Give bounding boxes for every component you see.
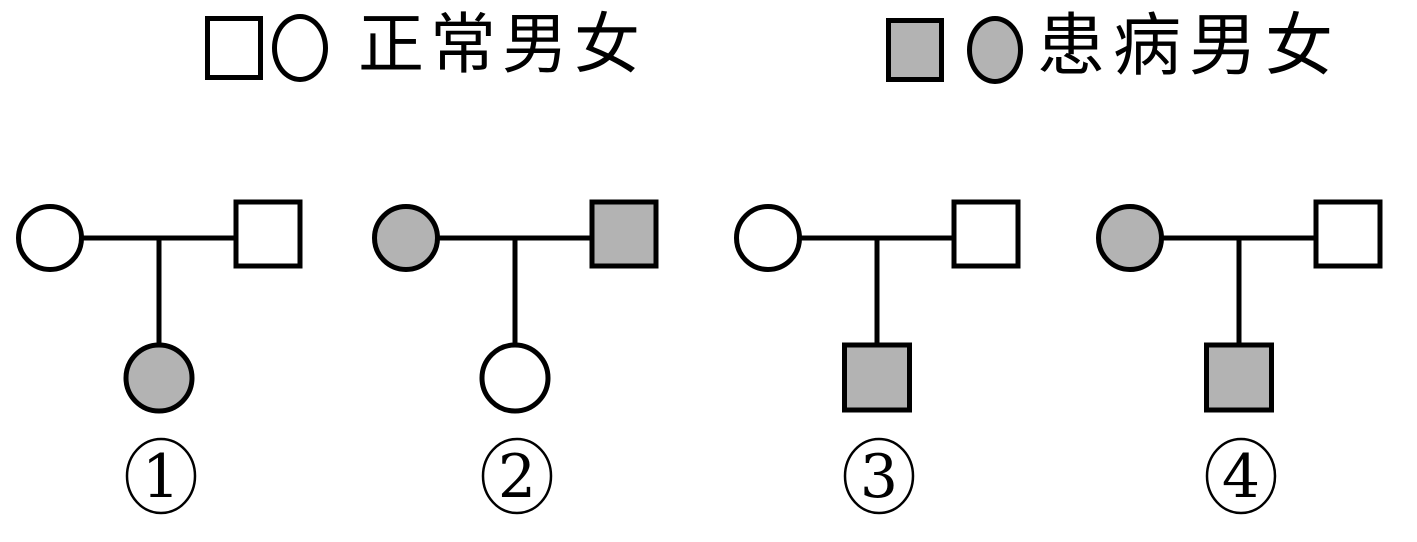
pedigree-1-child-daughter-affected	[123, 342, 195, 414]
normal-female-symbol	[272, 14, 328, 82]
normal-male-symbol	[205, 16, 263, 80]
legend-affected-label: 患病男女	[1037, 7, 1342, 86]
pedigree-1-mother-normal	[16, 204, 84, 272]
affected-male-symbol	[886, 18, 944, 82]
legend-normal-group: 正常男女	[205, 6, 646, 83]
pedigree-3-mother-normal	[734, 204, 802, 272]
pedigree-1-label-circle	[125, 437, 197, 515]
pedigree-4: 4	[1096, 199, 1383, 515]
pedigree-3-father-normal	[951, 199, 1021, 269]
pedigree-2-label-number: 2	[498, 442, 536, 512]
pedigree-2-label-circle	[481, 437, 553, 515]
pedigree-3-child-son-affected	[842, 342, 912, 413]
pedigree-1-label-number: 1	[142, 442, 180, 512]
pedigree-2: 2	[372, 199, 659, 515]
pedigree-4-father-normal	[1313, 199, 1383, 269]
pedigree-4-mother-affected	[1096, 204, 1164, 272]
pedigree-4-label-number: 4	[1222, 442, 1260, 512]
pedigree-2-father-affected	[589, 199, 659, 269]
pedigree-4-child-son-affected	[1204, 342, 1274, 413]
pedigree-1-father-normal	[233, 199, 303, 269]
pedigree-3-label-number: 3	[860, 442, 898, 512]
affected-female-symbol	[967, 16, 1023, 84]
pedigree-1: 1	[16, 199, 303, 515]
legend-normal-label: 正常男女	[358, 6, 646, 83]
legend-affected-group: 患病男女	[886, 7, 1342, 86]
pedigree-3-label-circle	[843, 437, 915, 515]
pedigree-4-label-circle	[1205, 437, 1277, 515]
pedigree-2-mother-affected	[372, 204, 440, 272]
pedigree-3: 3	[734, 199, 1021, 515]
pedigree-2-child-daughter-normal	[479, 342, 551, 414]
